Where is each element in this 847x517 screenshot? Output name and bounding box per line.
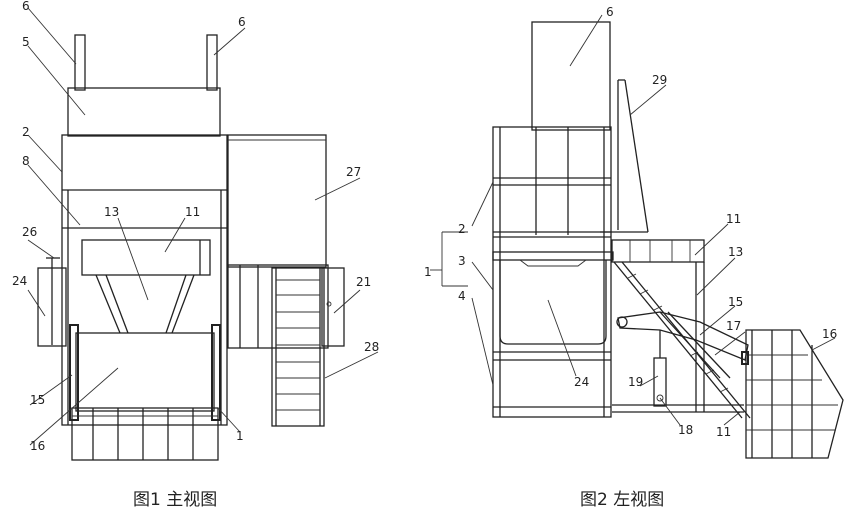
callout-5: 5 <box>22 35 30 49</box>
callout-24: 24 <box>574 375 589 389</box>
callout-4: 4 <box>458 289 466 303</box>
callout-26: 26 <box>22 225 37 239</box>
callout-1: 1 <box>424 265 432 279</box>
callout-15: 15 <box>30 393 45 407</box>
callout-6: 6 <box>606 5 614 19</box>
callout-27: 27 <box>346 165 361 179</box>
figure-2-side-view <box>430 14 844 459</box>
callout-6: 6 <box>22 0 30 13</box>
callout-11: 11 <box>185 205 200 219</box>
callout-2: 2 <box>458 222 466 236</box>
callout-11: 11 <box>726 212 741 226</box>
callout-17: 17 <box>726 319 741 333</box>
figure-1-front-view <box>27 7 379 461</box>
callout-2: 2 <box>22 125 30 139</box>
callout-28: 28 <box>364 340 379 354</box>
callout-18: 18 <box>678 423 693 437</box>
callout-6: 6 <box>238 15 246 29</box>
callout-11: 11 <box>716 425 731 439</box>
callout-13: 13 <box>104 205 119 219</box>
callout-19: 19 <box>628 375 643 389</box>
callout-1: 1 <box>236 429 244 443</box>
callout-8: 8 <box>22 154 30 168</box>
figure-2-caption: 图2 左视图 <box>580 490 664 510</box>
callout-29: 29 <box>652 73 667 87</box>
callout-24: 24 <box>12 274 27 288</box>
callout-3: 3 <box>458 254 466 268</box>
callout-16: 16 <box>822 327 837 341</box>
callout-21: 21 <box>356 275 371 289</box>
callout-15: 15 <box>728 295 743 309</box>
callout-16: 16 <box>30 439 45 453</box>
figure-1-caption: 图1 主视图 <box>133 490 217 510</box>
callout-13: 13 <box>728 245 743 259</box>
